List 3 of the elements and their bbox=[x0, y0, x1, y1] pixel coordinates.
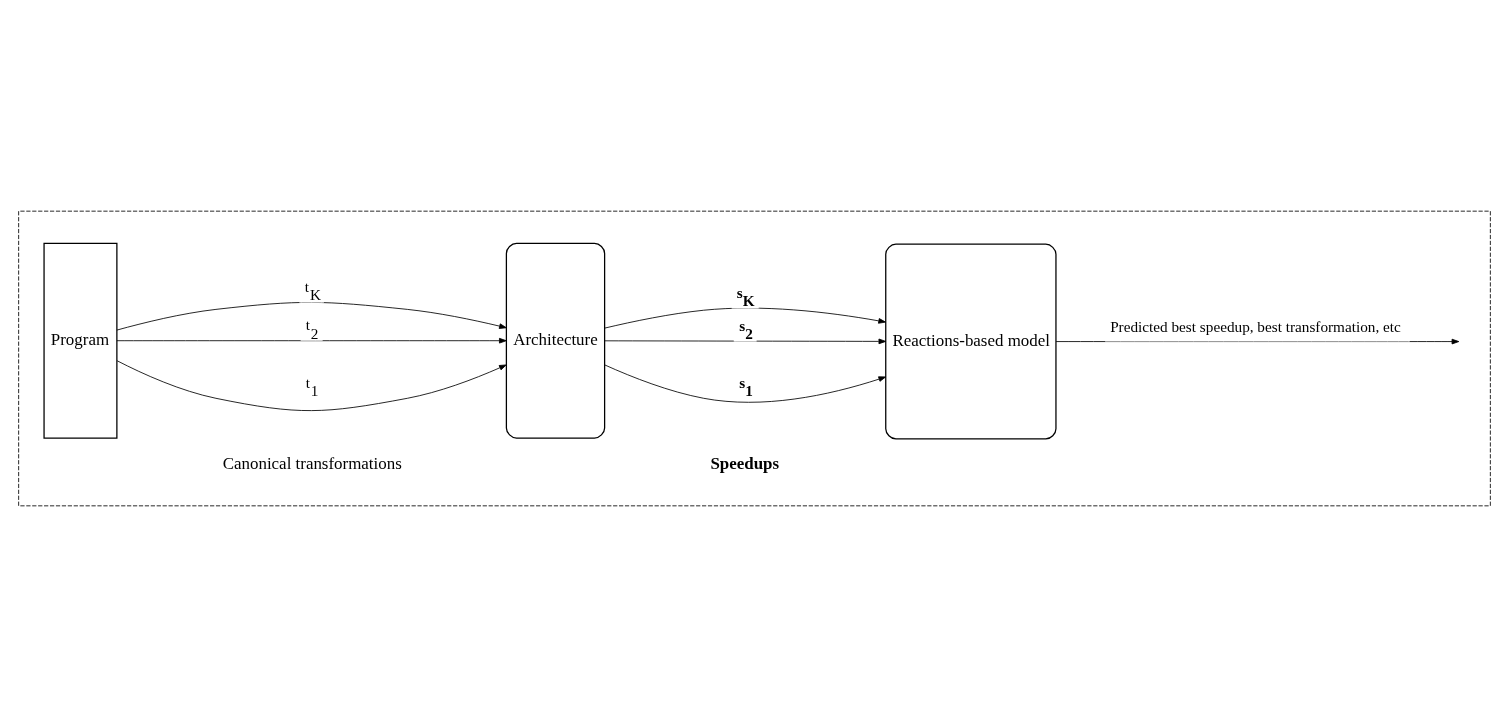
label: Speedups bbox=[710, 453, 780, 473]
edge-label: Predicted best speedup, best transformation, etc bbox=[1110, 317, 1401, 335]
label: Canonical transformations bbox=[222, 453, 402, 473]
